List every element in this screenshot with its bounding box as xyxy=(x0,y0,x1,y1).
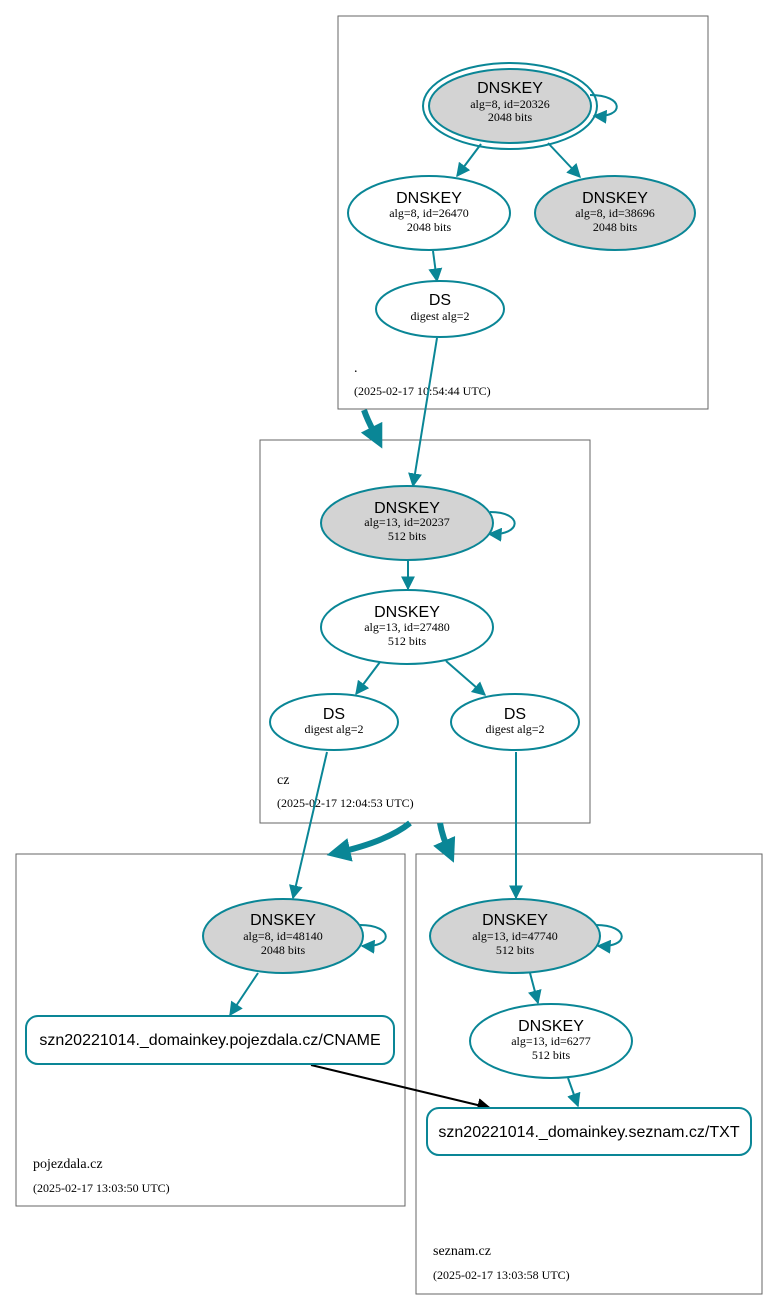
cz-zsk-title: DNSKEY xyxy=(374,604,440,621)
root-ksk-to-zsk2-edge xyxy=(547,142,581,179)
seznam-ksk-line2: 512 bits xyxy=(496,943,535,957)
cz-ds1-line1: digest alg=2 xyxy=(304,722,363,736)
cz-ksk-line1: alg=13, id=20237 xyxy=(364,515,450,529)
cz-ds2-node[interactable]: DS digest alg=2 xyxy=(450,693,580,751)
root-ds-line1: digest alg=2 xyxy=(410,309,469,323)
zone-seznam: seznam.cz (2025-02-17 13:03:58 UTC) xyxy=(415,853,763,1295)
root-ds-title: DS xyxy=(429,292,451,309)
cz-zsk-to-ds2-edge xyxy=(445,660,487,696)
zone-root-name: . xyxy=(354,361,358,376)
root-zsk1-node[interactable]: DNSKEY alg=8, id=26470 2048 bits xyxy=(347,175,511,251)
zone-cz: cz (2025-02-17 12:04:53 UTC) xyxy=(259,439,591,824)
seznam-zsk-node[interactable]: DNSKEY alg=13, id=6277 512 bits xyxy=(469,1003,633,1079)
seznam-zsk-to-rr-edge xyxy=(567,1077,581,1108)
seznam-ksk-self-edge xyxy=(595,924,623,954)
zone-cz-timestamp: (2025-02-17 12:04:53 UTC) xyxy=(277,796,414,810)
cz-ds1-node[interactable]: DS digest alg=2 xyxy=(269,693,399,751)
cz-ds2-line1: digest alg=2 xyxy=(485,722,544,736)
root-zsk1-line1: alg=8, id=26470 xyxy=(389,206,469,220)
cz-ksk-title: DNSKEY xyxy=(374,500,440,517)
root-zsk2-line2: 2048 bits xyxy=(593,220,638,234)
root-zsk2-title: DNSKEY xyxy=(582,190,648,207)
pojezdala-ksk-line1: alg=8, id=48140 xyxy=(243,929,323,943)
root-zsk1-title: DNSKEY xyxy=(396,190,462,207)
cz-ds1-title: DS xyxy=(323,706,345,723)
zone-pojezdala-box xyxy=(15,853,406,1207)
seznam-ksk-node[interactable]: DNSKEY alg=13, id=47740 512 bits xyxy=(429,898,601,974)
pojezdala-ksk-node[interactable]: DNSKEY alg=8, id=48140 2048 bits xyxy=(202,898,364,974)
zone-root-box xyxy=(337,15,709,410)
cz-zsk-node[interactable]: DNSKEY alg=13, id=27480 512 bits xyxy=(320,589,494,665)
zone-seznam-timestamp: (2025-02-17 13:03:58 UTC) xyxy=(433,1268,570,1282)
cz-ds1-to-pojezdala-ksk-edge xyxy=(289,751,328,900)
cz-ksk-node[interactable]: DNSKEY alg=13, id=20237 512 bits xyxy=(320,485,494,561)
zone-seznam-box xyxy=(415,853,763,1295)
pojezdala-cname-label: szn20221014._domainkey.pojezdala.cz/CNAM… xyxy=(39,1032,380,1049)
pojezdala-ksk-self-edge xyxy=(359,924,387,954)
pojezdala-ksk-to-rr-edge xyxy=(229,972,259,1017)
seznam-ksk-line1: alg=13, id=47740 xyxy=(472,929,558,943)
delegation-cz-pojezdala-arrow xyxy=(326,820,412,862)
cz-zsk-line1: alg=13, id=27480 xyxy=(364,620,450,634)
seznam-zsk-line2: 512 bits xyxy=(532,1048,571,1062)
cz-zsk-to-ds1-edge xyxy=(355,661,381,696)
zone-pojezdala-name: pojezdala.cz xyxy=(33,1157,103,1172)
zone-cz-name: cz xyxy=(277,773,289,788)
seznam-ksk-to-zsk-edge xyxy=(527,972,542,1005)
cz-ds2-title: DS xyxy=(504,706,526,723)
delegation-cz-seznam-arrow xyxy=(433,822,456,863)
root-ksk-self-edge xyxy=(589,94,618,124)
root-zsk2-line1: alg=8, id=38696 xyxy=(575,206,655,220)
root-ksk-to-zsk1-edge xyxy=(456,143,482,178)
cz-ksk-self-edge xyxy=(487,511,516,542)
cz-ksk-line2: 512 bits xyxy=(388,529,427,543)
root-ds-node[interactable]: DS digest alg=2 xyxy=(375,280,505,338)
root-ksk-node[interactable]: DNSKEY alg=8, id=20326 2048 bits xyxy=(422,62,598,150)
root-zsk1-line2: 2048 bits xyxy=(407,220,452,234)
cz-zsk-line2: 512 bits xyxy=(388,634,427,648)
root-ksk-line2: 2048 bits xyxy=(488,110,533,124)
pojezdala-ksk-title: DNSKEY xyxy=(250,912,316,929)
zone-cz-box xyxy=(259,439,591,824)
zone-root: . (2025-02-17 10:54:44 UTC) xyxy=(337,15,709,410)
zone-pojezdala: pojezdala.cz (2025-02-17 13:03:50 UTC) xyxy=(15,853,406,1207)
root-zsk1-to-ds-edge xyxy=(428,250,443,283)
root-ds-to-cz-ksk-edge xyxy=(408,337,438,488)
zone-pojezdala-timestamp: (2025-02-17 13:03:50 UTC) xyxy=(33,1181,170,1195)
cname-to-txt-edge xyxy=(310,1064,492,1112)
pojezdala-cname-node[interactable]: szn20221014._domainkey.pojezdala.cz/CNAM… xyxy=(25,1015,395,1065)
delegation-root-cz-arrow xyxy=(360,409,383,449)
zone-seznam-name: seznam.cz xyxy=(433,1244,491,1259)
seznam-zsk-title: DNSKEY xyxy=(518,1018,584,1035)
seznam-ksk-title: DNSKEY xyxy=(482,912,548,929)
pojezdala-ksk-line2: 2048 bits xyxy=(261,943,306,957)
seznam-txt-node[interactable]: szn20221014._domainkey.seznam.cz/TXT xyxy=(426,1107,752,1156)
zone-root-timestamp: (2025-02-17 10:54:44 UTC) xyxy=(354,384,491,398)
root-zsk2-node[interactable]: DNSKEY alg=8, id=38696 2048 bits xyxy=(534,175,696,251)
seznam-zsk-line1: alg=13, id=6277 xyxy=(511,1034,591,1048)
root-ksk-line1: alg=8, id=20326 xyxy=(470,97,550,111)
seznam-txt-label: szn20221014._domainkey.seznam.cz/TXT xyxy=(438,1124,739,1141)
root-ksk-title: DNSKEY xyxy=(477,80,543,97)
